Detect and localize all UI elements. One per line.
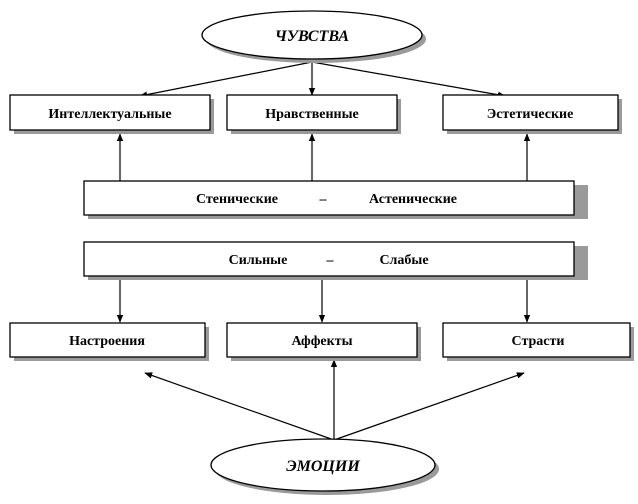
feeling-type-label: Эстетические xyxy=(487,107,574,122)
feeling-type-label: Нравственные xyxy=(265,107,359,122)
strong-weak-bar: Сильные – Слабые xyxy=(83,241,588,280)
feeling-type-intellectual: Интеллектуальные xyxy=(9,94,214,134)
asthenic-label: Астенические xyxy=(369,192,457,207)
arrow-feelings-to-aesthetic xyxy=(311,61,506,98)
feeling-type-aesthetic: Эстетические xyxy=(442,94,622,134)
emotion-form-label: Аффекты xyxy=(291,334,352,349)
emotion-form-moods: Настроения xyxy=(9,322,209,361)
emotions-node: ЭМОЦИИ xyxy=(210,438,439,495)
strong-label: Сильные xyxy=(229,253,288,268)
emotion-form-passions: Страсти xyxy=(442,322,634,361)
feelings-label: ЧУВСТВА xyxy=(275,28,350,45)
emotion-form-label: Страсти xyxy=(512,334,565,349)
emotion-form-label: Настроения xyxy=(69,334,145,349)
stenic-label: Стенические xyxy=(196,192,278,207)
arrow-emotions-to-passions xyxy=(333,372,525,441)
stenic-dash: – xyxy=(319,192,328,207)
connectors xyxy=(116,61,531,441)
weak-label: Слабые xyxy=(379,253,428,268)
feeling-type-label: Интеллектуальные xyxy=(48,107,171,122)
arrow-feelings-to-intellectual xyxy=(139,61,313,98)
feelings-node: ЧУВСТВА xyxy=(201,10,426,63)
strength-dash: – xyxy=(326,253,335,268)
feeling-type-moral: Нравственные xyxy=(226,94,401,134)
stenic-asthenic-bar: Стенические – Астенические xyxy=(83,180,588,219)
emotion-form-affects: Аффекты xyxy=(226,322,421,361)
arrow-emotions-to-moods xyxy=(144,372,335,441)
emotions-label: ЭМОЦИИ xyxy=(286,458,360,475)
